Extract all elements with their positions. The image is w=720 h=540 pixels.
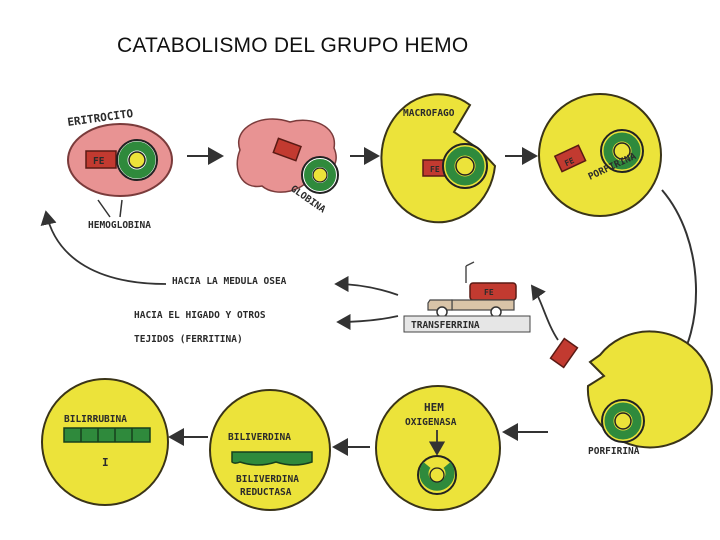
bone-marrow-label: HACIA LA MEDULA OSEA [172, 276, 287, 287]
macrophage-cell: MACROFAGO FE [380, 93, 497, 224]
liver-label-1: HACIA EL HIGADO Y OTROS [134, 310, 266, 321]
hemoglobin-label: HEMOGLOBINA [88, 220, 151, 231]
erythrocyte-cell: FE ERITROCITO HEMOGLOBINA [67, 107, 173, 231]
arrow-fe-to-transferrin [530, 284, 559, 341]
porphyrin-cell: PORFIRINA [586, 330, 713, 457]
bilirubin-label: BILIRRUBINA [64, 414, 127, 425]
svg-text:FE: FE [563, 156, 576, 168]
biliverdin-label: BILIVERDINA [228, 432, 291, 443]
transferrin-label: TRANSFERRINA [411, 320, 480, 331]
iron-fe-block [85, 150, 117, 169]
erythrocyte-breakdown: GLOBINA [236, 118, 339, 216]
bilirubin-chain [63, 427, 151, 443]
svg-text:FE: FE [484, 288, 494, 297]
heme-label: HEM [424, 401, 444, 414]
biliverdin-reductase-label-1: BILIVERDINA [236, 474, 299, 485]
transferrin-truck: FE TRANSFERRINA [403, 261, 531, 333]
porphyrin-bottom-label: PORFIRINA [588, 446, 640, 457]
heme-oxygenase-cell: HEM OXIGENASA [375, 385, 501, 511]
free-iron-block [549, 337, 579, 369]
oxygenase-label: OXIGENASA [405, 417, 457, 428]
biliverdin-cell: BILIVERDINA BILIVERDINA REDUCTASA [209, 389, 331, 511]
arrow-to-bone-marrow [334, 275, 399, 296]
biliverdin-chain [231, 451, 313, 466]
bilirubin-cell: BILIRRUBINA I [41, 378, 169, 506]
biliverdin-reductase-label-2: REDUCTASA [240, 487, 292, 498]
bilirubin-roman-numeral: I [102, 456, 109, 469]
arrow-back-to-erythrocyte [40, 210, 167, 285]
slide-title: CATABOLISMO DEL GRUPO HEMO [117, 34, 469, 57]
fe-label: FE [93, 156, 105, 167]
arrow-to-liver [336, 313, 399, 331]
macrophage-label: MACROFAGO [403, 108, 455, 119]
svg-text:FE: FE [430, 165, 440, 174]
liver-label-2: TEJIDOS (FERRITINA) [134, 334, 243, 345]
iron-release-cell: FE PORFIRINA [538, 93, 662, 217]
